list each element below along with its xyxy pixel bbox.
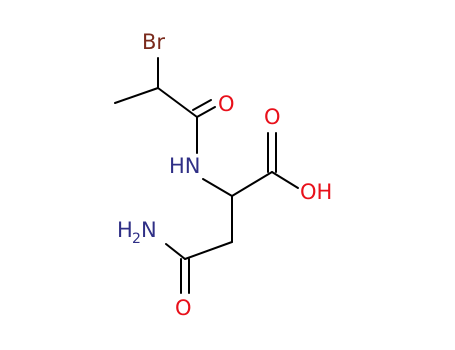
bonds (114, 57, 299, 294)
bond-ch-carbonyl (157, 87, 198, 118)
atom-nh2-h: H (117, 218, 133, 242)
atom-acid-oxygen: O (264, 105, 281, 129)
bond-methyl-ch (114, 87, 159, 104)
atom-nh2-n: N (141, 218, 157, 242)
bond-amideC-nh2 (165, 243, 186, 260)
bond-amide-co-2 (192, 99, 212, 111)
atom-br: Br (142, 30, 165, 54)
bond-amide-co-1 (196, 106, 216, 118)
atom-nh2: H 2 N (117, 218, 157, 247)
atom-carbonyl-oxygen: O (175, 296, 192, 320)
atom-nh2-subscript: 2 (132, 231, 141, 247)
atom-nh: HN (169, 154, 201, 178)
atom-amide-oxygen: O (218, 92, 235, 116)
bond-calpha-cooh (231, 171, 273, 197)
bond-ch2-amideC (184, 241, 233, 260)
bond-n-calpha (202, 178, 233, 197)
bond-acid-oh (271, 171, 299, 189)
atom-hydroxyl: OH (300, 180, 332, 204)
atom-labels: Br O HN O OH H 2 N O (117, 30, 332, 320)
